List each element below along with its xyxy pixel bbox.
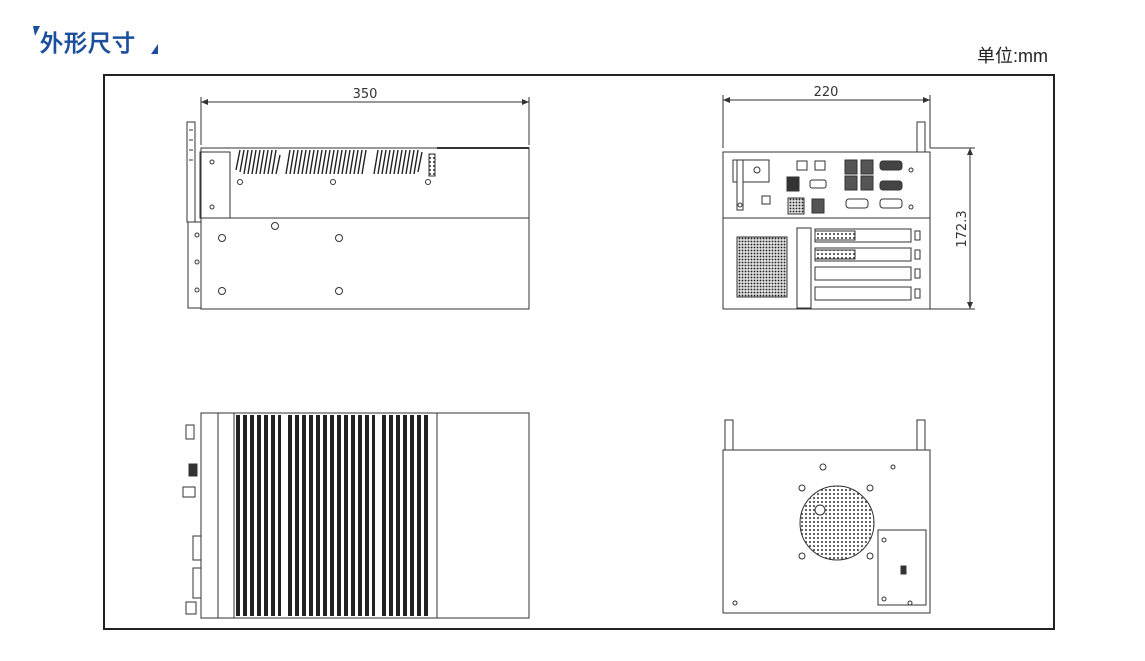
dimension-width: 220 — [722, 85, 931, 148]
screw-holes — [218, 179, 431, 295]
side-view-top-left: 350 — [186, 87, 530, 310]
side-view-heatsink — [182, 412, 530, 619]
expansion-slots — [814, 228, 921, 301]
fan-grille — [799, 485, 875, 561]
title-corner-marks — [33, 26, 158, 54]
heatsink-fins — [236, 415, 428, 616]
page-title: 外形尺寸 — [40, 31, 136, 57]
front-io-view: 220 172.3 — [722, 85, 975, 310]
drawing-frame — [103, 74, 1055, 630]
dimension-height: 172.3 — [930, 147, 975, 310]
dimension-length-label: 350 — [353, 87, 378, 102]
rear-fan-view — [722, 419, 931, 614]
dimension-width-label: 220 — [814, 85, 839, 100]
unit-label: 单位:mm — [977, 46, 1048, 66]
dimension-length: 350 — [200, 87, 530, 145]
dimension-height-label: 172.3 — [955, 210, 970, 247]
